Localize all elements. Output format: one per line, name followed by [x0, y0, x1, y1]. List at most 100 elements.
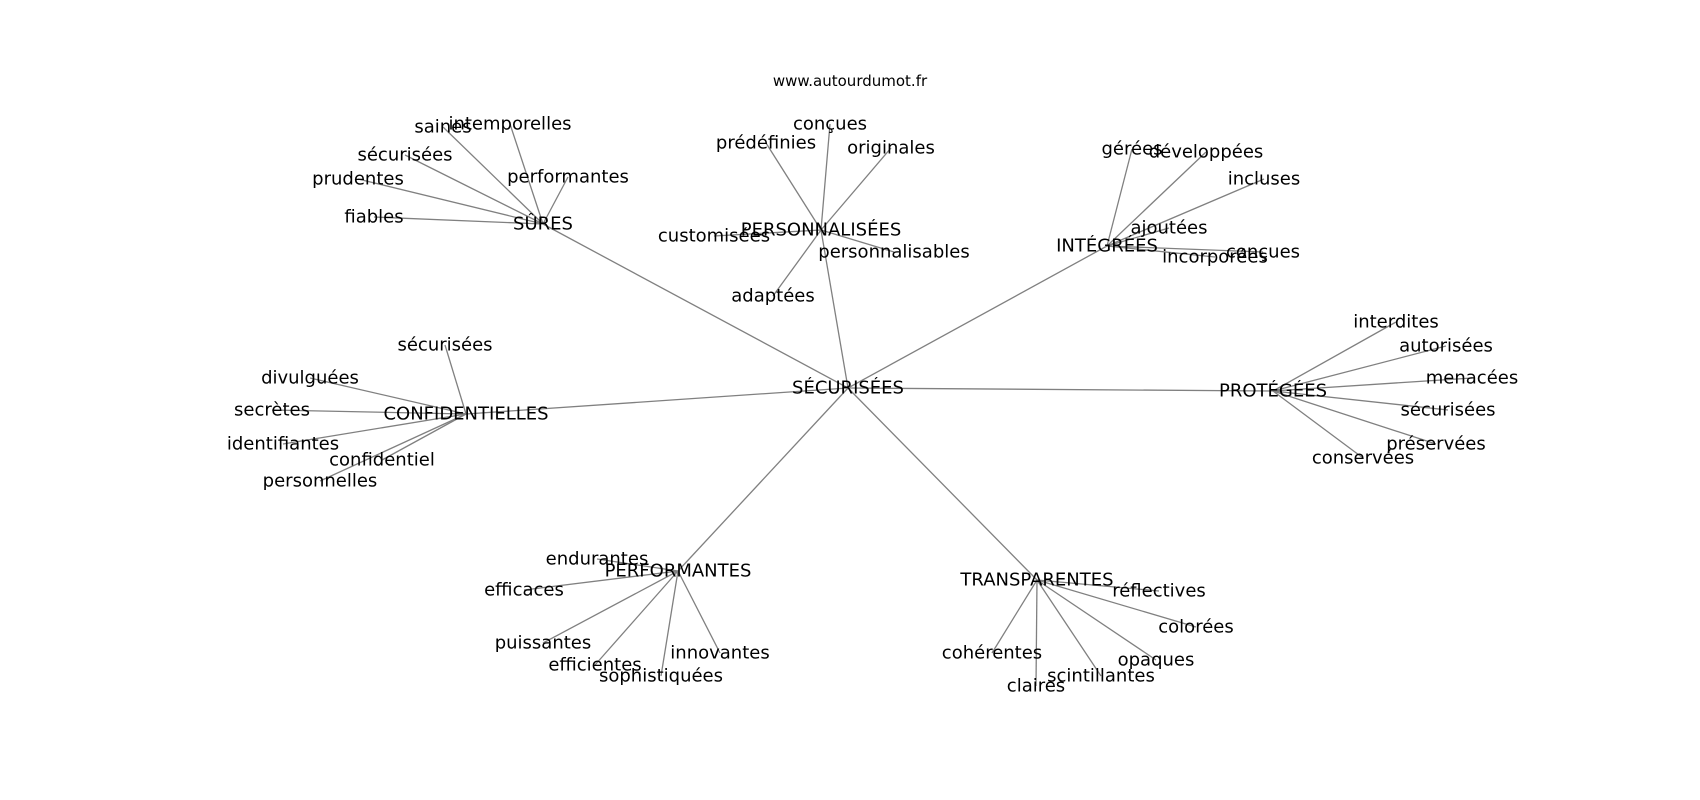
edge-hub-leaf [1036, 579, 1157, 661]
hub-node-label: INTÉGRÉES [1056, 235, 1158, 257]
edge-center-hub [847, 387, 1274, 392]
edge-hub-leaf [381, 413, 467, 461]
leaf-node-label: claires [1007, 676, 1065, 697]
edge-hub-leaf [1272, 390, 1449, 411]
leaf-node-label: sécurisées [1400, 400, 1495, 421]
edge-hub-leaf [596, 558, 679, 572]
edge-hub-leaf [523, 570, 679, 591]
leaf-node-label: fiables [344, 207, 403, 228]
leaf-node-label: scintillantes [1047, 666, 1155, 687]
leaf-node-label: préservées [1386, 434, 1486, 455]
center-node-label: SÉCURISÉES [792, 377, 904, 399]
edge-hub-leaf [594, 570, 679, 666]
leaf-node-label: réflectives [1112, 581, 1206, 602]
edge-hub-leaf [509, 123, 544, 225]
hub-node-label: CONFIDENTIELLES [383, 404, 548, 425]
edge-hub-leaf [1106, 178, 1265, 247]
edge-hub-leaf [713, 229, 822, 237]
edge-hub-leaf [1272, 377, 1473, 392]
edge-center-hub [542, 223, 849, 389]
edge-hub-leaf [309, 377, 467, 415]
leaf-node-label: sécurisées [397, 335, 492, 356]
leaf-node-label: prudentes [312, 169, 404, 190]
edge-hub-leaf [1035, 579, 1038, 687]
edge-hub-leaf [1272, 321, 1397, 392]
edge-hub-leaf [282, 413, 467, 445]
edge-hub-leaf [542, 176, 569, 225]
leaf-node-label: identifiantes [227, 434, 339, 455]
edge-hub-leaf [1272, 390, 1364, 459]
edge-hub-leaf [991, 579, 1038, 654]
leaf-node-label: efficaces [484, 580, 564, 601]
leaf-node-label: sophistiquées [599, 666, 723, 687]
edge-hub-leaf [677, 570, 721, 654]
leaf-node-label: adaptées [731, 286, 815, 307]
edge-hub-leaf [820, 229, 895, 253]
edge-hub-leaf [1106, 245, 1216, 258]
leaf-node-label: originales [847, 138, 935, 159]
leaf-node-label: gérées [1101, 139, 1162, 160]
leaf-node-label: conçues [793, 114, 867, 135]
edge-hub-leaf [1272, 345, 1447, 392]
edge-hub-leaf [1272, 390, 1437, 445]
edge-hub-leaf [404, 154, 544, 225]
leaf-node-label: cohérentes [942, 643, 1042, 664]
leaf-node-label: secrètes [234, 400, 310, 421]
leaf-node-label: opaques [1118, 650, 1195, 671]
leaf-node-label: intemporelles [448, 114, 571, 135]
leaf-node-label: innovantes [670, 643, 769, 664]
leaf-node-label: endurantes [546, 549, 649, 570]
edge-hub-leaf [1036, 579, 1160, 592]
edge-hub-leaf [373, 216, 544, 225]
leaf-node-label: prédéfinies [716, 133, 816, 154]
hub-node-label: PROTÉGÉES [1219, 380, 1327, 402]
leaf-node-label: efficientes [548, 655, 641, 676]
hub-node-label: PERFORMANTES [605, 561, 752, 582]
edge-hub-leaf [1036, 579, 1197, 628]
edge-hub-leaf [1106, 148, 1133, 247]
leaf-node-label: customisées [658, 226, 770, 247]
leaf-node-label: autorisées [1399, 336, 1493, 357]
edge-hub-leaf [1106, 151, 1207, 247]
edge-center-hub [465, 387, 849, 415]
edge-hub-leaf [820, 147, 892, 231]
edge-hub-leaf [319, 413, 467, 482]
edge-hub-leaf [271, 409, 467, 415]
edge-hub-leaf [1036, 579, 1102, 677]
leaf-node-label: sécurisées [357, 145, 452, 166]
leaf-node-label: personnelles [263, 471, 378, 492]
hub-node-label: SÛRES [513, 213, 573, 235]
leaf-node-label: ajoutées [1130, 218, 1207, 239]
leaf-node-label: saines [414, 117, 471, 138]
hub-node-label: PERSONNALISÉES [741, 219, 902, 241]
edge-hub-leaf [1106, 227, 1170, 247]
edge-hub-leaf [444, 344, 467, 415]
edge-hub-leaf [442, 126, 544, 225]
edge-hub-leaf [1106, 245, 1264, 253]
leaf-node-label: colorées [1158, 617, 1233, 638]
hub-node-label: TRANSPARENTES [959, 570, 1113, 591]
leaf-node-label: développées [1149, 142, 1264, 163]
edge-hub-leaf [357, 178, 544, 225]
graph-edges [271, 123, 1473, 687]
leaf-node-label: confidentiel [329, 450, 435, 471]
edge-center-hub [820, 229, 849, 389]
leaf-node-label: conservées [1312, 448, 1414, 469]
leaf-node-label: puissantes [495, 633, 592, 654]
edge-center-hub [847, 387, 1038, 581]
leaf-node-label: incorporées [1162, 247, 1268, 268]
edge-center-hub [847, 245, 1108, 389]
leaf-node-label: interdites [1353, 312, 1439, 333]
edge-hub-leaf [820, 123, 831, 231]
leaf-node-label: divulguées [261, 368, 359, 389]
edge-hub-leaf [765, 142, 822, 231]
edge-hub-leaf [660, 570, 679, 677]
leaf-node-label: conçues [1226, 242, 1300, 263]
edge-center-hub [677, 387, 849, 572]
source-label: www.autourdumot.fr [772, 72, 928, 90]
leaf-node-label: personnalisables [818, 242, 969, 263]
leaf-node-label: incluses [1228, 169, 1301, 190]
leaf-node-label: menacées [1426, 368, 1518, 389]
